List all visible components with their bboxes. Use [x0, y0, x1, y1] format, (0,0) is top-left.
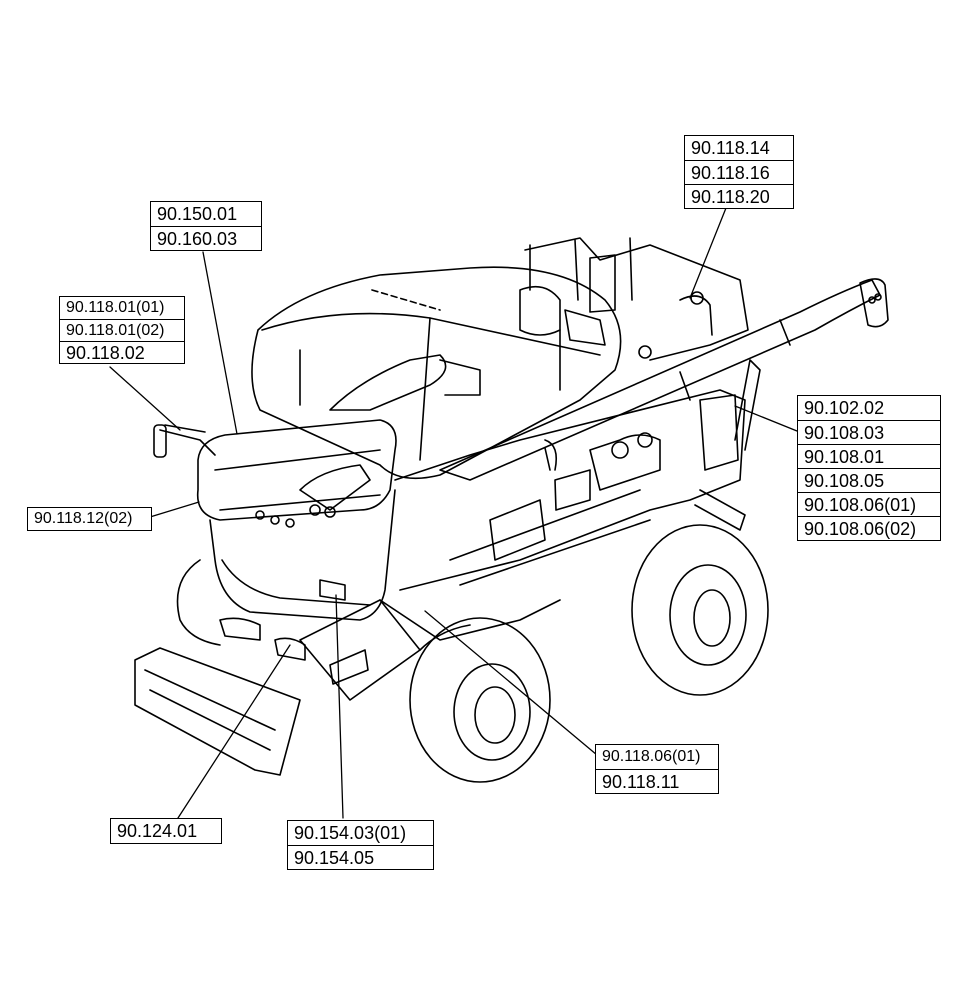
callout-ref: 90.102.02: [804, 398, 885, 418]
engine-deck: [524, 237, 749, 361]
callout-ref: 90.118.06(01): [602, 748, 701, 765]
callout-ref: 90.124.01: [117, 821, 198, 841]
callout-ref: 90.118.16: [685, 160, 793, 184]
callout-ref: 90.108.03: [798, 420, 940, 444]
callout-ref: 90.108.05: [798, 468, 940, 492]
callout-ref: 90.118.01(02): [60, 319, 184, 341]
callout-ref: 90.108.06(02): [798, 516, 940, 540]
cab-roof: [196, 419, 397, 521]
callout-ref: 90.108.06(01): [798, 492, 940, 516]
callout-ref: 90.108.01: [798, 444, 940, 468]
callout-box-bottom-left: 90.124.01: [110, 818, 222, 844]
leader-lines: [109, 207, 798, 819]
callout-box-right: 90.102.02 90.108.03 90.108.01 90.108.05 …: [797, 395, 941, 541]
mirror-arm: [159, 424, 216, 456]
feeder-house: [379, 599, 561, 641]
callout-ref: 90.118.11: [596, 769, 718, 793]
callout-ref: 90.160.03: [151, 226, 261, 250]
grain-tank: [251, 266, 622, 480]
callout-ref: 90.118.12(02): [34, 510, 133, 527]
callout-ref: 90.118.20: [685, 184, 793, 208]
callout-ref: 90.118.02: [60, 341, 184, 363]
header: [134, 647, 301, 776]
rear-wheel: [631, 524, 769, 696]
callout-box-top-center: 90.150.01 90.160.03: [150, 201, 262, 251]
callout-ref: 90.118.01(01): [66, 299, 165, 316]
callout-box-top-right: 90.118.14 90.118.16 90.118.20: [684, 135, 794, 209]
callout-ref: 90.154.05: [288, 845, 433, 869]
front-wheel: [409, 617, 551, 783]
callout-ref: 90.150.01: [157, 204, 238, 224]
callout-ref: 90.154.03(01): [294, 823, 407, 843]
callout-ref: 90.118.14: [691, 138, 770, 158]
callout-box-upper-left: 90.118.01(01) 90.118.01(02) 90.118.02: [59, 296, 185, 364]
body-side: [394, 389, 746, 591]
callout-box-lower-right: 90.118.06(01) 90.118.11: [595, 744, 719, 794]
callout-box-bottom-center: 90.154.03(01) 90.154.05: [287, 820, 434, 870]
callout-box-left: 90.118.12(02): [27, 507, 152, 531]
